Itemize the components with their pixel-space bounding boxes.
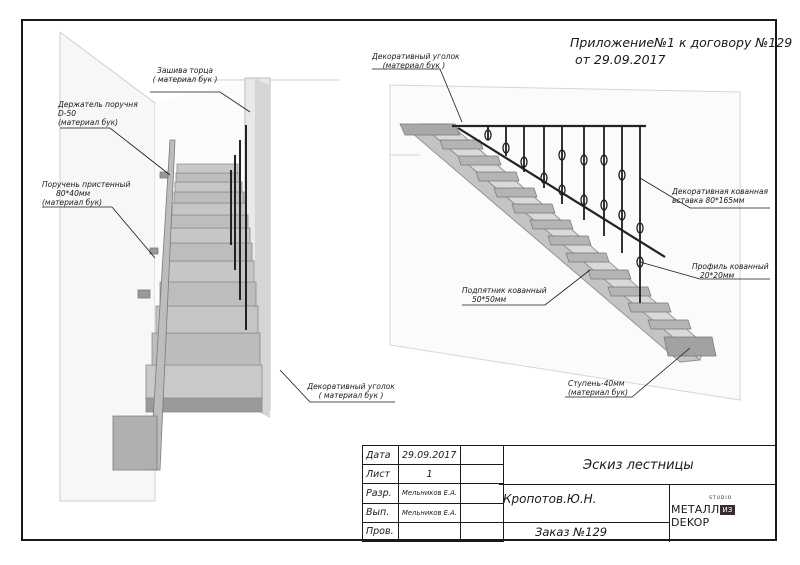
label-step: Ступень-40мм (материал бук) bbox=[568, 379, 629, 397]
right-forged-inserts bbox=[484, 129, 644, 268]
right-stairs bbox=[399, 123, 717, 357]
left-stairs bbox=[145, 163, 263, 413]
label-forged-riser: Подпятник кованный 50*50мм bbox=[462, 286, 547, 304]
developed-label: Разр. bbox=[362, 483, 399, 504]
label-wall-handrail: Поручень пристенный 80*40мм (материал бу… bbox=[42, 180, 131, 207]
left-handrail bbox=[112, 139, 176, 471]
label-forged-profile: Профиль кованный 20*20мм bbox=[692, 262, 769, 280]
order-number: Заказ №129 bbox=[535, 525, 608, 539]
client-name: Кропотов.Ю.Н. bbox=[503, 492, 597, 506]
title-block-right: Эскиз лестницы Кропотов.Ю.Н. Заказ №129 bbox=[499, 445, 777, 542]
label-stringer-cover: Зашива торца ( материал бук ) bbox=[152, 66, 218, 84]
title-block: Дата 29.09.2017 Лист 1 Разр. Мельников Е… bbox=[362, 444, 777, 542]
date-value: 29.09.2017 bbox=[398, 444, 461, 466]
label-decor-corner-bottom: Декоративный уголок ( материал бук ) bbox=[307, 382, 395, 400]
left-balusters bbox=[230, 125, 247, 330]
leader-lines bbox=[42, 68, 770, 403]
label-handrail-holder: Держатель поручня D-50 (материал бук) bbox=[58, 100, 138, 127]
title-block-left-table: Дата 29.09.2017 Лист 1 Разр. Мельников Е… bbox=[362, 444, 504, 542]
executed-label: Вып. bbox=[362, 502, 399, 523]
label-forged-insert: Декоративная кованная вставка 80*165мм bbox=[672, 187, 769, 205]
developed-value: Мельников Е.А. bbox=[398, 483, 461, 504]
sheet-value: 1 bbox=[398, 464, 461, 485]
checked-label: Пров. bbox=[362, 521, 399, 542]
executed-value: Мельников Е.А. bbox=[398, 502, 461, 523]
date-label: Дата bbox=[362, 444, 399, 466]
right-balusters bbox=[487, 126, 641, 303]
sheet-label: Лист bbox=[362, 464, 399, 485]
drawing-title: Эскиз лестницы bbox=[583, 458, 694, 473]
header-line-1: Приложение№1 к договору №129 bbox=[570, 35, 793, 50]
label-decor-corner-top: Декоративный уголок (материал бук ) bbox=[372, 52, 460, 70]
header-line-2: от 29.09.2017 bbox=[575, 52, 666, 67]
